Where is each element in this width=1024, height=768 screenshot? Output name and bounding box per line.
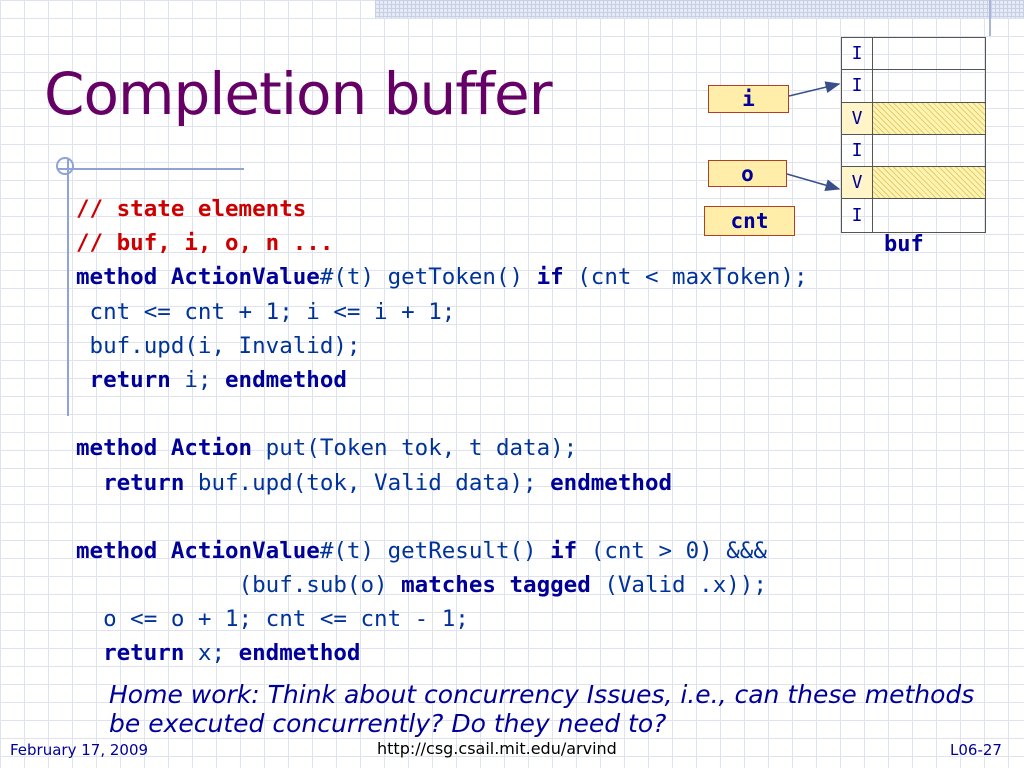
code-text: o <= o + 1; cnt <= cnt - 1; xyxy=(103,606,469,633)
code-text: put(Token tok, t data); xyxy=(252,435,578,462)
code-keyword: method xyxy=(76,264,158,291)
code-keyword: Action xyxy=(170,435,253,462)
code-keyword: return xyxy=(89,366,171,393)
code-line: (buf.sub(o) matches tagged (Valid .x)); xyxy=(76,568,808,602)
code-keyword: if xyxy=(550,537,578,564)
code-keyword: if xyxy=(536,264,564,291)
code-text: (Valid .x)); xyxy=(590,572,767,599)
buffer-cell-valid xyxy=(873,102,985,134)
footer-url[interactable]: http://csg.csail.mit.edu/arvind xyxy=(377,739,617,758)
buffer-row: I xyxy=(842,199,985,232)
decorative-top-bar xyxy=(375,0,1024,18)
code-keyword: ActionValue xyxy=(170,264,320,291)
footer-page-number: L06-27 xyxy=(950,741,1002,759)
homework-note: Home work: Think about concurrency Issue… xyxy=(109,680,975,738)
pointer-i-box: i xyxy=(708,85,789,113)
code-line: o <= o + 1; cnt <= cnt - 1; xyxy=(76,602,808,636)
decorative-horizontal-line xyxy=(58,168,244,170)
code-line: method Action put(Token tok, t data); xyxy=(76,431,808,465)
buffer-row: I xyxy=(842,38,985,71)
code-comment: // state elements xyxy=(76,196,307,222)
code-text: #(t) getResult() xyxy=(319,537,551,564)
code-line: return i; endmethod xyxy=(76,363,808,397)
code-keyword: method xyxy=(76,435,158,462)
buffer-label: buf xyxy=(884,232,924,257)
code-line: method ActionValue#(t) getToken() if (cn… xyxy=(76,260,808,294)
code-text: i; xyxy=(170,366,226,393)
code-line: buf.upd(i, Invalid); xyxy=(76,329,808,363)
code-line: return buf.upd(tok, Valid data); endmeth… xyxy=(76,466,808,500)
decorative-right-line xyxy=(989,0,991,36)
buffer-row-tag: I xyxy=(842,134,873,167)
code-text: cnt <= cnt + 1; i <= i + 1; xyxy=(89,298,456,325)
code-keyword: endmethod xyxy=(238,640,361,667)
buffer-cell-valid xyxy=(873,167,985,199)
code-block: // state elements // buf, i, o, n ... meth… xyxy=(76,192,808,671)
code-line: return x; endmethod xyxy=(76,636,808,670)
code-keyword: ActionValue xyxy=(170,537,320,564)
arrow-i xyxy=(788,81,841,97)
slide-title: Completion buffer xyxy=(44,60,553,128)
decorative-circle xyxy=(56,157,74,175)
buffer-row-tag: I xyxy=(842,70,873,102)
buffer-row: I xyxy=(842,70,985,103)
code-keyword: tagged xyxy=(509,572,591,599)
code-keyword: matches xyxy=(401,572,496,599)
code-text: (cnt < maxToken); xyxy=(563,264,808,291)
buffer-row-tag: V xyxy=(842,102,873,134)
code-text: buf.upd(i, Invalid); xyxy=(89,332,361,359)
decorative-vertical-line xyxy=(67,158,69,416)
code-line: // buf, i, o, n ... xyxy=(76,226,808,260)
buffer-row: V xyxy=(842,167,985,200)
buffer-row: I xyxy=(842,134,985,168)
counter-cnt-box: cnt xyxy=(704,206,795,236)
code-text: (buf.sub(o) xyxy=(238,572,402,599)
buffer-row-tag: I xyxy=(842,199,873,232)
code-text: buf.upd(tok, Valid data); xyxy=(184,469,551,496)
code-line: // state elements xyxy=(76,192,808,226)
code-keyword: return xyxy=(103,640,185,667)
code-keyword: return xyxy=(103,469,185,496)
code-line: cnt <= cnt + 1; i <= i + 1; xyxy=(76,295,808,329)
buffer-row-tag: I xyxy=(842,38,873,70)
buffer-row: V xyxy=(842,102,985,135)
code-keyword: endmethod xyxy=(225,366,347,393)
code-text: (cnt > 0) &&& xyxy=(577,537,767,564)
code-line: method ActionValue#(t) getResult() if (c… xyxy=(76,534,808,568)
pointer-o-box: o xyxy=(708,160,787,187)
code-keyword: method xyxy=(76,537,158,564)
footer-date: February 17, 2009 xyxy=(10,741,149,759)
code-text: #(t) getToken() xyxy=(319,264,537,291)
arrow-o xyxy=(786,173,841,192)
code-keyword: endmethod xyxy=(550,469,673,496)
code-comment: // buf, i, o, n ... xyxy=(76,230,334,257)
buffer-row-tag: V xyxy=(842,167,873,199)
code-text: x; xyxy=(184,640,239,667)
